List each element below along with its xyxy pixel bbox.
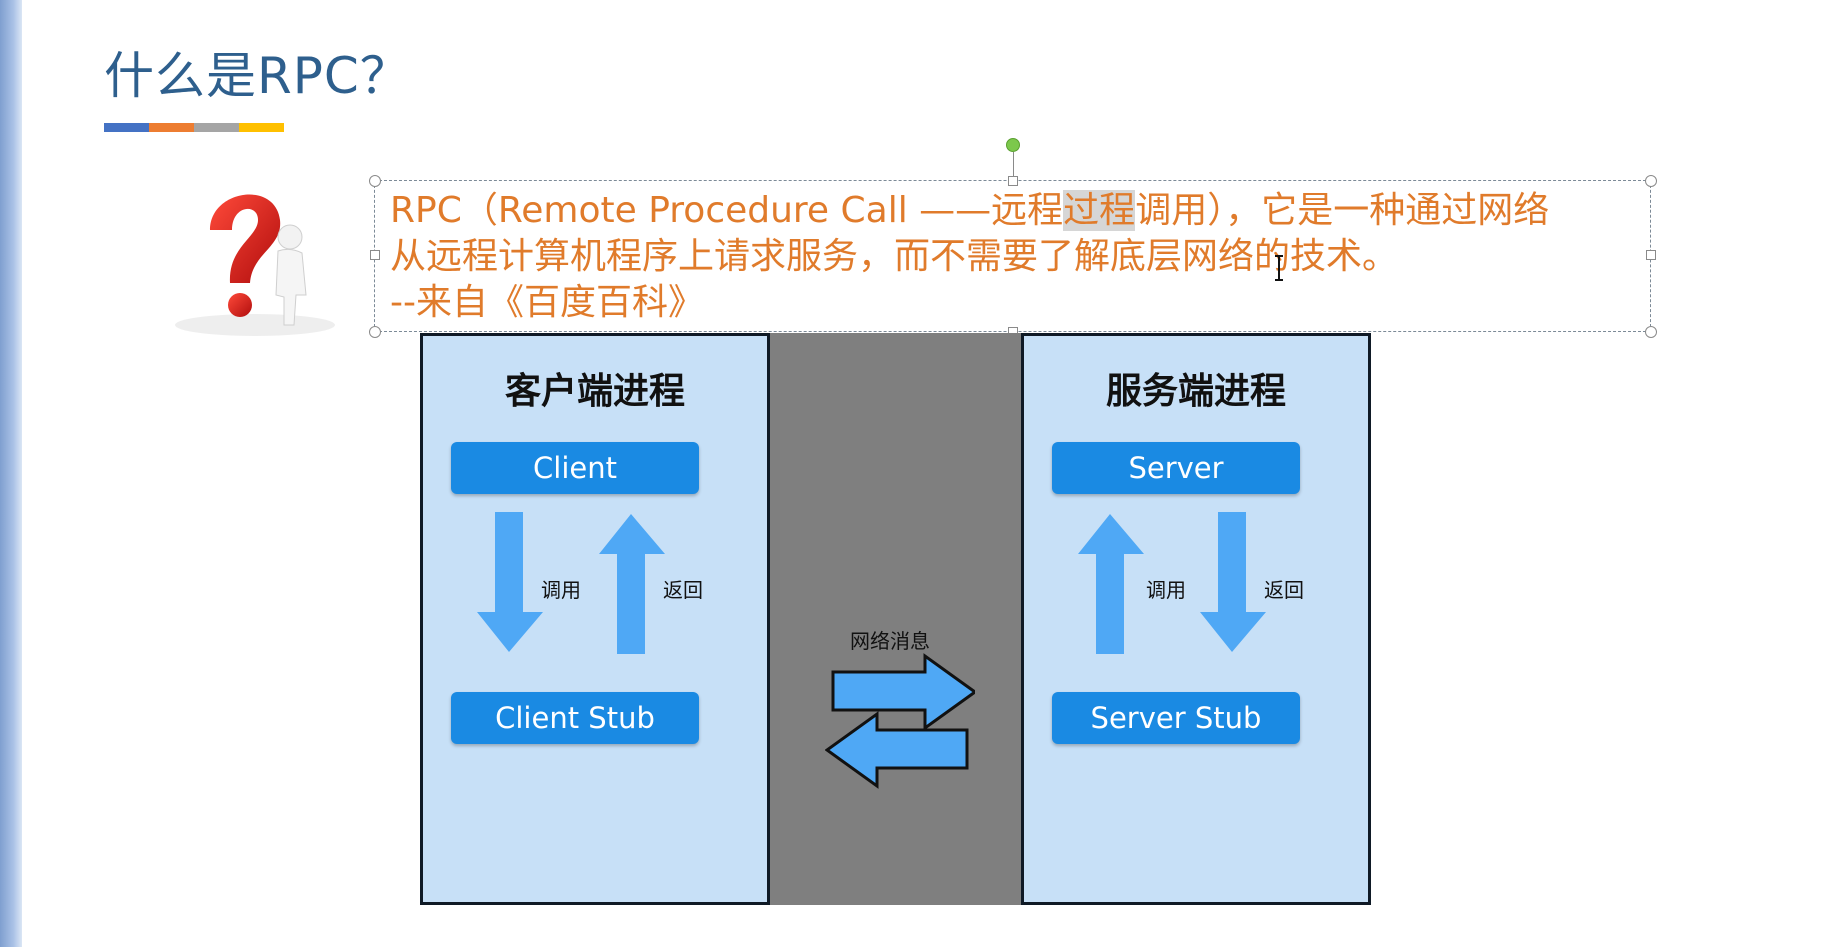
underline-blue (104, 123, 149, 132)
quote-line-3: --来自《百度百科》 (390, 282, 704, 323)
up-arrow-icon (599, 514, 665, 654)
server-box: Server (1052, 442, 1300, 494)
underline-gray (194, 123, 239, 132)
resize-handle-top-right[interactable] (1645, 175, 1657, 187)
rotation-handle-stem (1013, 152, 1014, 178)
underline-orange (149, 123, 194, 132)
text-cursor-icon (1275, 255, 1283, 281)
network-message-label: 网络消息 (850, 629, 930, 653)
client-process-panel: 客户端进程 Client 调用 返回 Client Stub (420, 333, 770, 905)
resize-handle-middle-right[interactable] (1646, 250, 1656, 260)
call-label: 调用 (1146, 578, 1186, 602)
resize-handle-top-middle[interactable] (1008, 176, 1018, 186)
rotation-handle[interactable] (1006, 138, 1020, 152)
resize-handle-bottom-right[interactable] (1645, 326, 1657, 338)
title-underline (104, 123, 284, 132)
quote-line-1-start: RPC（Remote Procedure Call ——远程 (390, 190, 1064, 231)
quote-line-1: RPC（Remote Procedure Call ——远程过程调用），它是一种… (390, 188, 1640, 234)
down-arrow-icon (1200, 512, 1266, 652)
server-process-title: 服务端进程 (1105, 371, 1286, 412)
question-mark-person-icon (175, 194, 335, 336)
quote-line-1-end: 调用），它是一种通过网络 (1135, 190, 1550, 231)
resize-handle-bottom-left[interactable] (369, 326, 381, 338)
slide-title: 什么是RPC？ (104, 47, 411, 105)
quote-line-2: 从远程计算机程序上请求服务，而不需要了解底层网络的技术。 (390, 236, 1399, 277)
resize-handle-middle-left[interactable] (370, 250, 380, 260)
underline-yellow (239, 123, 284, 132)
down-arrow-icon (477, 512, 543, 652)
server-stub-box: Server Stub (1052, 692, 1300, 744)
slide-left-edge (0, 0, 22, 947)
client-stub-box: Client Stub (451, 692, 699, 744)
resize-handle-top-left[interactable] (369, 175, 381, 187)
client-box: Client (451, 442, 699, 494)
return-label: 返回 (1264, 578, 1304, 602)
call-label: 调用 (541, 578, 581, 602)
server-process-panel: 服务端进程 Server 调用 返回 Server Stub (1021, 333, 1371, 905)
rpc-definition-text[interactable]: RPC（Remote Procedure Call ——远程过程调用），它是一种… (390, 188, 1640, 326)
bidirectional-arrows-icon (825, 653, 975, 789)
selected-text-highlight: 过程 (1063, 190, 1136, 231)
client-process-title: 客户端进程 (504, 371, 685, 412)
up-arrow-icon (1078, 514, 1144, 654)
return-label: 返回 (663, 578, 703, 602)
